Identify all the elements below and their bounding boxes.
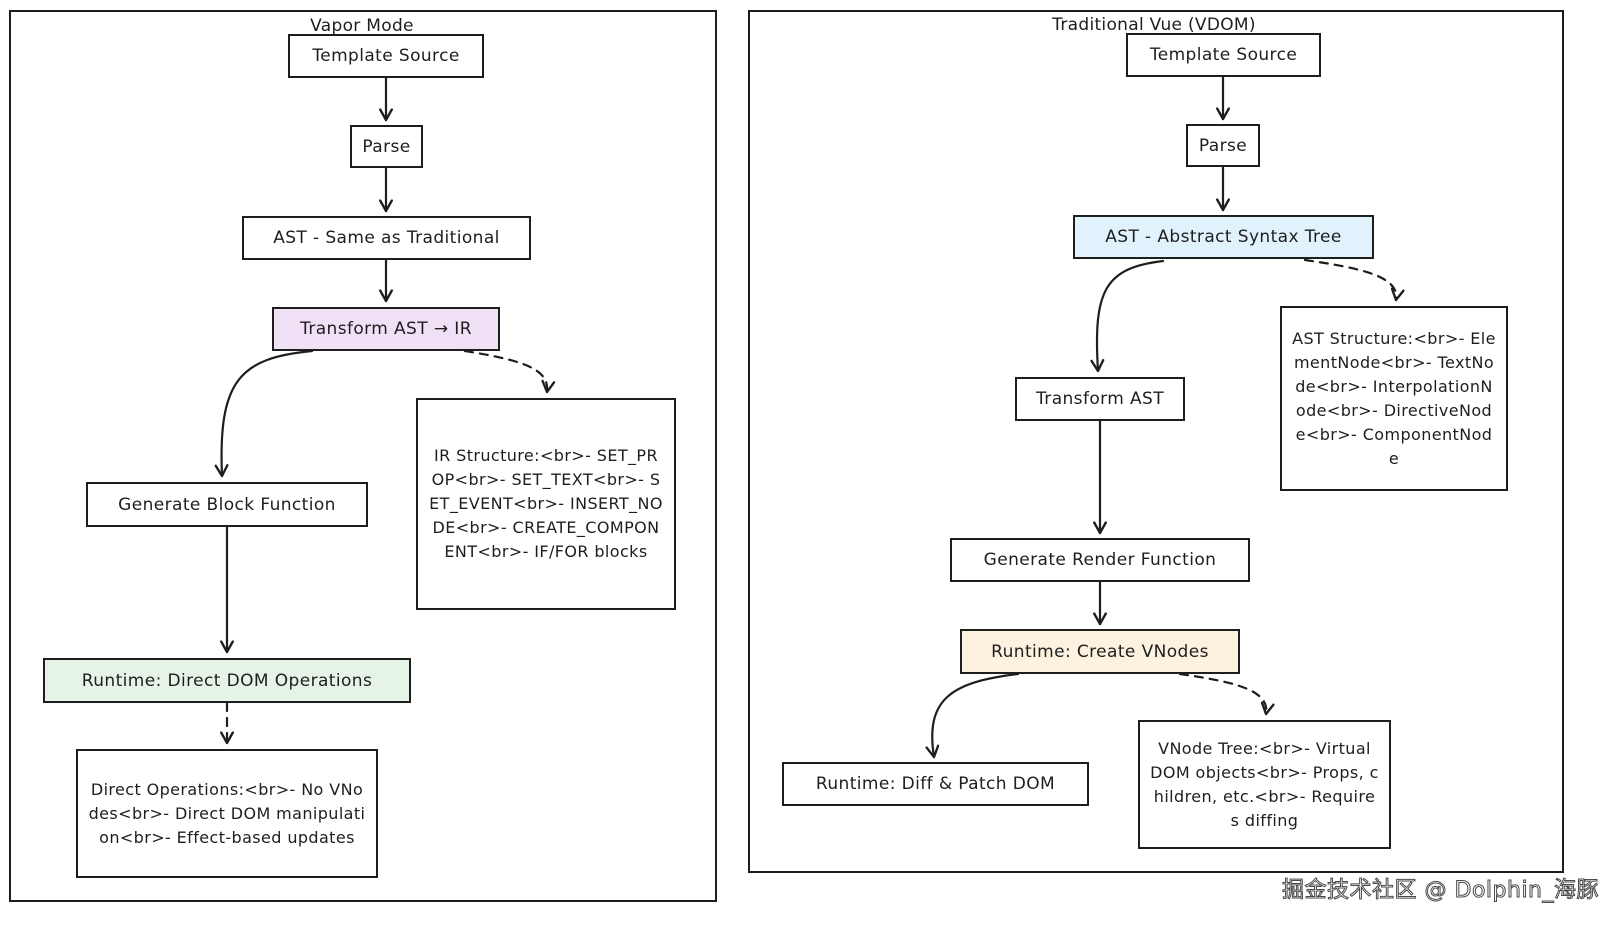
vapor-mode-panel bbox=[9, 10, 717, 902]
trad-ast-structure-note: AST Structure:<br>- ElementNode<br>- Tex… bbox=[1280, 306, 1508, 491]
vapor-ir-structure-note: IR Structure:<br>- SET_PROP<br>- SET_TEX… bbox=[416, 398, 676, 610]
vapor-parse-node: Parse bbox=[350, 125, 423, 168]
edge-trad-runtime-to-diff bbox=[925, 672, 1020, 759]
traditional-vue-title: Traditional Vue (VDOM) bbox=[1052, 15, 1256, 35]
trad-template-source-node: Template Source bbox=[1126, 33, 1321, 77]
vapor-transform-ir-node: Transform AST → IR bbox=[272, 307, 500, 351]
trad-runtime-create-vnodes-node: Runtime: Create VNodes bbox=[960, 629, 1240, 674]
vapor-template-source-node: Template Source bbox=[288, 34, 484, 78]
trad-parse-node: Parse bbox=[1186, 124, 1260, 167]
vapor-generate-block-function-node: Generate Block Function bbox=[86, 482, 368, 527]
trad-vnode-tree-note: VNode Tree:<br>- Virtual DOM objects<br>… bbox=[1138, 720, 1391, 849]
traditional-vue-panel bbox=[748, 10, 1564, 873]
edge-trad-ast-to-transform bbox=[1090, 259, 1165, 373]
trad-runtime-diff-patch-node: Runtime: Diff & Patch DOM bbox=[782, 762, 1089, 806]
vapor-ast-node: AST - Same as Traditional bbox=[242, 216, 531, 260]
edge-trad-runtime-to-vnode-note bbox=[1178, 672, 1275, 716]
watermark: 掘金技术社区 @ Dolphin_海豚 bbox=[1282, 878, 1599, 904]
vapor-runtime-direct-dom-node: Runtime: Direct DOM Operations bbox=[43, 658, 411, 703]
vapor-mode-title: Vapor Mode bbox=[310, 16, 414, 36]
edge-vapor-transform-to-generate bbox=[214, 349, 314, 478]
edge-vapor-transform-to-ir-note bbox=[463, 349, 556, 394]
trad-transform-ast-node: Transform AST bbox=[1015, 377, 1185, 421]
trad-generate-render-function-node: Generate Render Function bbox=[950, 538, 1250, 582]
edge-trad-ast-to-note bbox=[1303, 258, 1405, 302]
trad-ast-node: AST - Abstract Syntax Tree bbox=[1073, 215, 1374, 259]
vapor-direct-operations-note: Direct Operations:<br>- No VNodes<br>- D… bbox=[76, 749, 378, 878]
